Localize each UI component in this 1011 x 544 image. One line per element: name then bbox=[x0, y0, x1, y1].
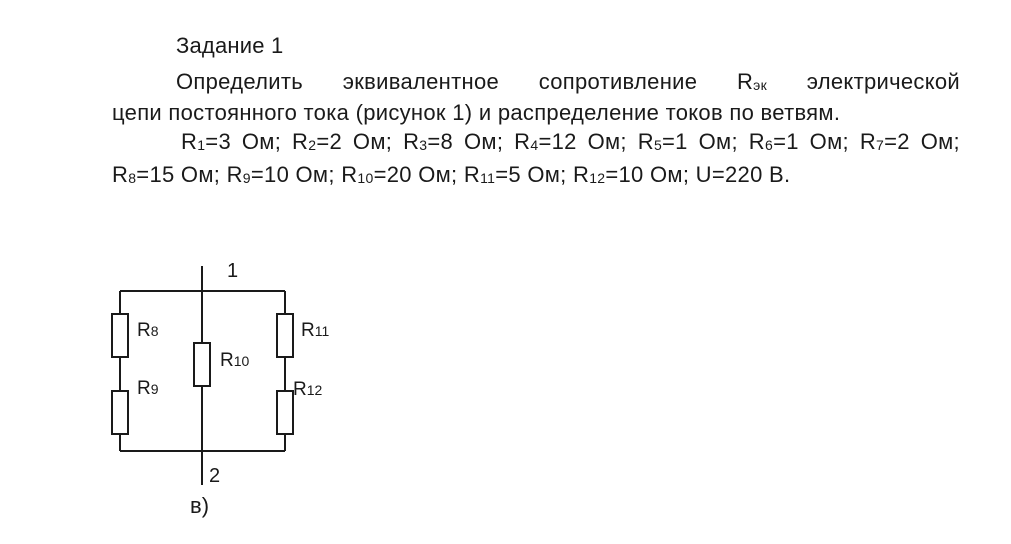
task-title: Задание 1 bbox=[176, 33, 284, 58]
param-r9: R9=10 Ом; bbox=[226, 162, 342, 187]
param-r8: R8=15 Ом; bbox=[112, 162, 227, 187]
resistor-r12 bbox=[276, 390, 294, 435]
label-r12: R12 bbox=[293, 379, 323, 400]
task-text-line-2: цепи постоянного тока (рисунок 1) и расп… bbox=[112, 100, 841, 125]
figure-caption: в) bbox=[190, 493, 209, 518]
label-r8: R8 bbox=[137, 320, 159, 341]
label-r10: R10 bbox=[220, 350, 250, 371]
label-r9: R9 bbox=[137, 378, 159, 399]
resistor-r8 bbox=[111, 313, 129, 358]
param-r12: R12=10 Ом; bbox=[572, 162, 696, 187]
node-2-label: 2 bbox=[209, 465, 220, 487]
param-r2: R2=2 Ом; bbox=[292, 129, 404, 154]
param-r11: R11=5 Ом; bbox=[463, 162, 573, 187]
node-1-label: 1 bbox=[227, 260, 238, 282]
params-line-2: R8=15 Ом; R9=10 Ом; R10=20 Ом; R11=5 Ом;… bbox=[112, 162, 790, 188]
resistor-r9 bbox=[111, 390, 129, 435]
resistor-r10 bbox=[193, 342, 211, 387]
param-r7: R7=2 Ом; bbox=[859, 129, 960, 154]
task-text-line-1: Определить эквивалентное сопротивление R… bbox=[176, 69, 960, 95]
params-line-1: R1=3 Ом; R2=2 Ом; R3=8 Ом; R4=12 Ом; R5=… bbox=[181, 129, 960, 155]
param-r1: R1=3 Ом; bbox=[181, 129, 293, 154]
task-text-part: электрической bbox=[767, 69, 960, 94]
param-u: U=220 В. bbox=[695, 162, 791, 187]
param-r3: R3=8 Ом; bbox=[403, 129, 515, 154]
param-r4: R4=12 Ом; bbox=[514, 129, 638, 154]
task-text-part: Определить эквивалентное сопротивление R bbox=[176, 69, 754, 94]
param-r5: R5=1 Ом; bbox=[637, 129, 749, 154]
param-r6: R6=1 Ом; bbox=[748, 129, 860, 154]
param-r10: R10=20 Ом; bbox=[341, 162, 464, 187]
resistor-r11 bbox=[276, 313, 294, 358]
subscript: эк bbox=[753, 77, 768, 93]
label-r11: R11 bbox=[301, 320, 329, 341]
